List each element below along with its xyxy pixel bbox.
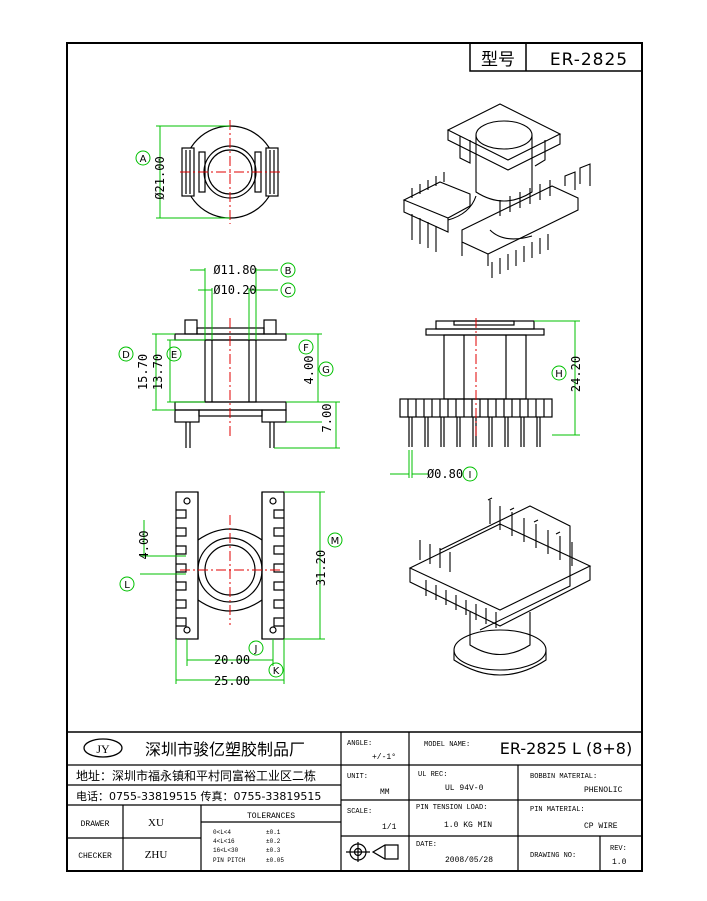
pin-material-value: CP WIRE xyxy=(584,822,618,831)
dim-g-value: 7.00 xyxy=(320,404,334,433)
bottom-view-dimensions xyxy=(119,491,343,684)
callout-d: D xyxy=(122,350,130,361)
sheet-border xyxy=(66,42,643,872)
ul-rec-label: UL REC: xyxy=(418,771,447,779)
dim-l-value: 4.00 xyxy=(137,531,151,560)
bottom-view xyxy=(175,491,285,640)
checker-label: CHECKER xyxy=(78,852,112,861)
unit-label: UNIT: xyxy=(347,773,368,781)
bobbin-material-label: BOBBIN MATERIAL: xyxy=(530,773,597,781)
pin-material-label: PIN MATERIAL: xyxy=(530,806,585,814)
dim-h-value: 24.20 xyxy=(569,356,583,392)
callout-k: K xyxy=(273,666,280,677)
callout-e: E xyxy=(171,350,177,361)
dim-f-value: 4.00 xyxy=(302,356,316,385)
tolerance-value-1: ±0.1 xyxy=(266,829,281,836)
dim-i-value: Ø0.80 xyxy=(427,467,463,481)
dim-a-value: Ø21.00 xyxy=(153,156,167,199)
top-view xyxy=(180,120,280,224)
angle-value: +/-1° xyxy=(372,753,396,762)
callout-g: G xyxy=(322,365,330,376)
company-logo: JY xyxy=(83,738,123,758)
dim-m-value: 31.20 xyxy=(314,550,328,586)
scale-value: 1/1 xyxy=(382,823,397,832)
side-view-dimensions xyxy=(390,320,580,482)
ul-rec-value: UL 94V-0 xyxy=(445,784,484,793)
callout-f: F xyxy=(303,343,309,354)
front-view-dimensions xyxy=(118,262,340,449)
callout-a: A xyxy=(140,154,147,165)
rev-value: 1.0 xyxy=(612,858,627,867)
front-view xyxy=(174,318,287,448)
date-value: 2008/05/28 xyxy=(445,856,493,865)
model-number: ER-2825 xyxy=(550,50,628,70)
model-name-label: MODEL NAME: xyxy=(424,741,470,749)
pin-tension-label: PIN TENSION LOAD: xyxy=(416,804,487,812)
dim-k-value: 25.00 xyxy=(214,674,250,688)
model-header: 型号 ER-2825 xyxy=(469,42,643,72)
title-block xyxy=(67,731,642,871)
tolerance-range-3: 16<L<30 xyxy=(213,847,239,854)
bobbin-material-value: PHENOLIC xyxy=(584,786,623,795)
dim-c-value: Ø10.20 xyxy=(213,283,256,297)
projection-symbol-icon xyxy=(346,842,399,862)
callout-j: J xyxy=(254,644,258,655)
callout-h: H xyxy=(555,369,563,380)
tolerances-label: TOLERANCES xyxy=(247,812,295,821)
callout-c: C xyxy=(285,286,292,297)
drawer-value: XU xyxy=(148,817,164,829)
company-name: 深圳市骏亿塑胶制品厂 xyxy=(145,740,305,759)
dimension-a xyxy=(135,125,230,219)
dim-e-value: 13.70 xyxy=(151,354,165,390)
drawing-no-label: DRAWING NO: xyxy=(530,852,576,860)
callout-i: I xyxy=(469,470,472,481)
tolerance-value-4: ±0.05 xyxy=(266,857,284,864)
rev-label: REV: xyxy=(610,845,627,853)
type-label: 型号 xyxy=(481,50,515,70)
callout-l: L xyxy=(124,580,130,591)
company-address: 地址：深圳市福永镇和平村同富裕工业区二栋 xyxy=(76,768,316,783)
callout-m: M xyxy=(331,536,340,547)
unit-value: MM xyxy=(380,788,390,797)
checker-value: ZHU xyxy=(145,849,168,861)
callout-b: B xyxy=(285,266,292,277)
pin-tension-value: 1.0 KG MIN xyxy=(444,821,492,830)
tolerance-range-1: 0<L<4 xyxy=(213,829,231,836)
tolerance-value-2: ±0.2 xyxy=(266,838,281,845)
side-view xyxy=(399,318,553,447)
date-label: DATE: xyxy=(416,841,437,849)
angle-label: ANGLE: xyxy=(347,740,372,748)
tolerance-value-3: ±0.3 xyxy=(266,847,281,854)
tolerance-range-4: PIN PITCH xyxy=(213,857,246,864)
tolerance-range-2: 4<L<16 xyxy=(213,838,235,845)
isometric-view-top xyxy=(402,103,591,278)
dim-j-value: 20.00 xyxy=(214,653,250,667)
dim-d-value: 15.70 xyxy=(136,354,150,390)
logo-text: JY xyxy=(96,742,110,756)
isometric-view-bottom xyxy=(408,497,592,676)
dim-b-value: Ø11.80 xyxy=(213,263,256,277)
scale-label: SCALE: xyxy=(347,808,372,816)
model-name-value: ER-2825 L (8+8) xyxy=(500,739,632,758)
drawer-label: DRAWER xyxy=(81,820,110,829)
company-phone: 电话：0755-33819515 传真：0755-33819515 xyxy=(76,789,321,803)
